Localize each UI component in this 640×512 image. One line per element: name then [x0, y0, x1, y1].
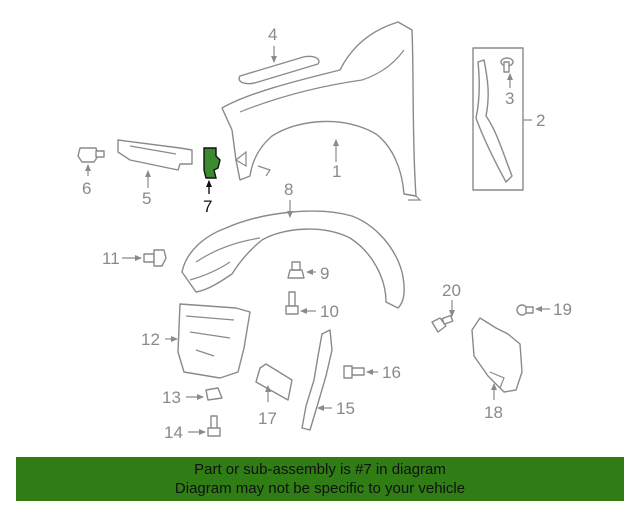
callout-20: 20 [442, 281, 461, 300]
callout-14: 14 [164, 423, 183, 442]
part-10-bolt [285, 291, 316, 315]
banner-line-1: Part or sub-assembly is #7 in diagram [194, 461, 446, 478]
callout-10: 10 [320, 302, 339, 321]
callout-12: 12 [141, 330, 160, 349]
callout-8: 8 [284, 180, 293, 199]
part-7-clip-highlighted [203, 147, 221, 194]
part-4-molding [238, 55, 320, 85]
part-14-bolt [188, 415, 221, 437]
part-12-splash-shield [165, 303, 251, 379]
part-17-pad [255, 363, 293, 402]
part-15-seal-strip [301, 329, 333, 431]
part-16-bolt [343, 365, 378, 379]
callout-17: 17 [258, 409, 277, 428]
part-1-fender [221, 21, 422, 201]
part-20-bolt [431, 300, 455, 333]
part-8-wheel-liner [181, 200, 405, 309]
callout-18: 18 [484, 403, 503, 422]
callout-3: 3 [505, 89, 514, 108]
callout-7: 7 [203, 197, 212, 216]
callout-16: 16 [382, 363, 401, 382]
part-2-seal-box [472, 47, 532, 191]
banner-line-2: Diagram may not be specific to your vehi… [174, 480, 466, 497]
callout-9: 9 [320, 264, 329, 283]
part-3-screw [500, 57, 514, 73]
part-9-clip [287, 261, 316, 279]
callout-1: 1 [332, 162, 341, 181]
callout-19: 19 [553, 300, 572, 319]
part-19-clip [516, 304, 550, 316]
part-11-bolt [122, 249, 167, 267]
callout-2: 2 [536, 111, 545, 130]
fender-parts-diagram: 1 2 3 4 5 6 7 8 9 10 11 12 13 14 15 16 1… [77, 21, 572, 442]
part-18-mud-flap [471, 317, 523, 400]
callout-13: 13 [162, 388, 181, 407]
callout-6: 6 [82, 179, 91, 198]
callout-15: 15 [336, 399, 355, 418]
part-13-clip [186, 387, 223, 401]
callout-5: 5 [142, 189, 151, 208]
part-5-bracket [117, 139, 193, 188]
info-banner: Part or sub-assembly is #7 in diagram Di… [16, 457, 624, 501]
callout-11: 11 [102, 249, 120, 268]
callout-4: 4 [268, 25, 277, 44]
part-6-bolt [77, 147, 105, 176]
callout-labels: 1 2 3 4 5 6 7 8 9 10 11 12 13 14 15 16 1… [82, 25, 572, 442]
